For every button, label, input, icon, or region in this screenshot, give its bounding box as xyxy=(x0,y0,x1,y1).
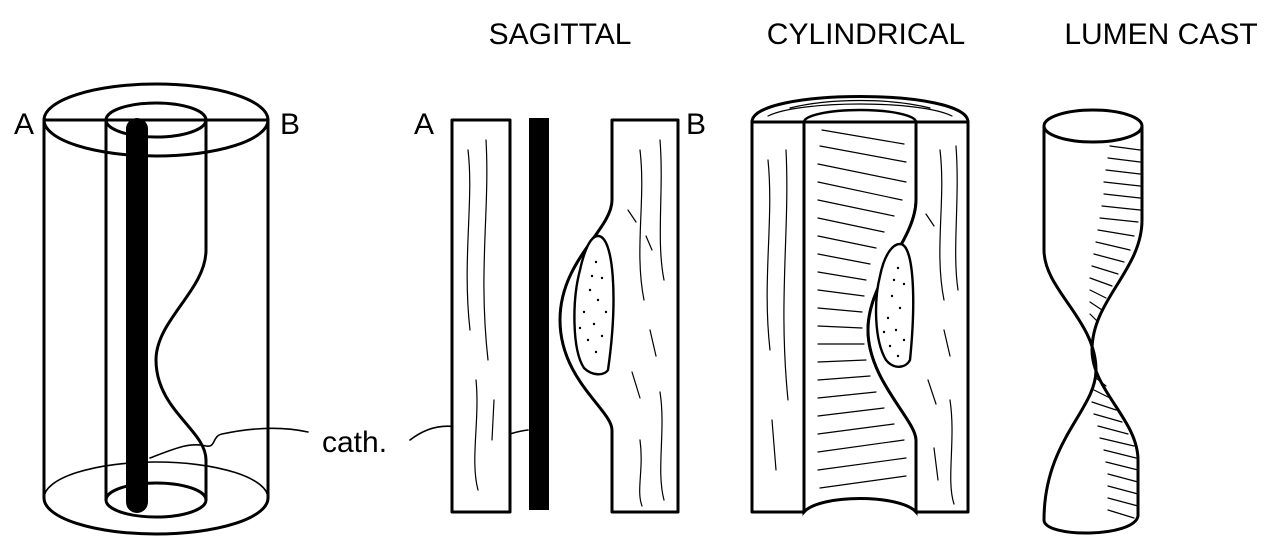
cylinder-model: A B xyxy=(14,84,300,534)
lumen-cast-top xyxy=(1044,110,1142,142)
lumen-cast xyxy=(1044,110,1142,533)
catheter-leader-left xyxy=(150,428,308,458)
label-a-left: A xyxy=(14,108,34,141)
outer-cylinder-bottom-back xyxy=(44,462,268,498)
sagittal-title: SAGITTAL xyxy=(489,18,632,51)
label-b-left: B xyxy=(280,108,300,141)
sagittal-section: A B xyxy=(414,108,706,512)
inner-lumen-bottom-ellipse xyxy=(106,483,206,517)
label-a-sagittal: A xyxy=(414,108,434,141)
cylindrical-left-wall xyxy=(752,122,804,512)
cylindrical-title: CYLINDRICAL xyxy=(767,18,965,51)
label-b-sagittal: B xyxy=(686,108,706,141)
sagittal-left-wall xyxy=(452,120,510,512)
sagittal-catheter xyxy=(529,118,549,510)
catheter-rod xyxy=(126,118,148,513)
catheter-label: cath. xyxy=(322,426,387,459)
lumen-cast-title: LUMEN CAST xyxy=(1064,18,1257,51)
cylindrical-section xyxy=(752,97,968,513)
lumen-cast-body xyxy=(1044,126,1142,533)
inner-lumen-narrowed-wall xyxy=(156,120,206,500)
